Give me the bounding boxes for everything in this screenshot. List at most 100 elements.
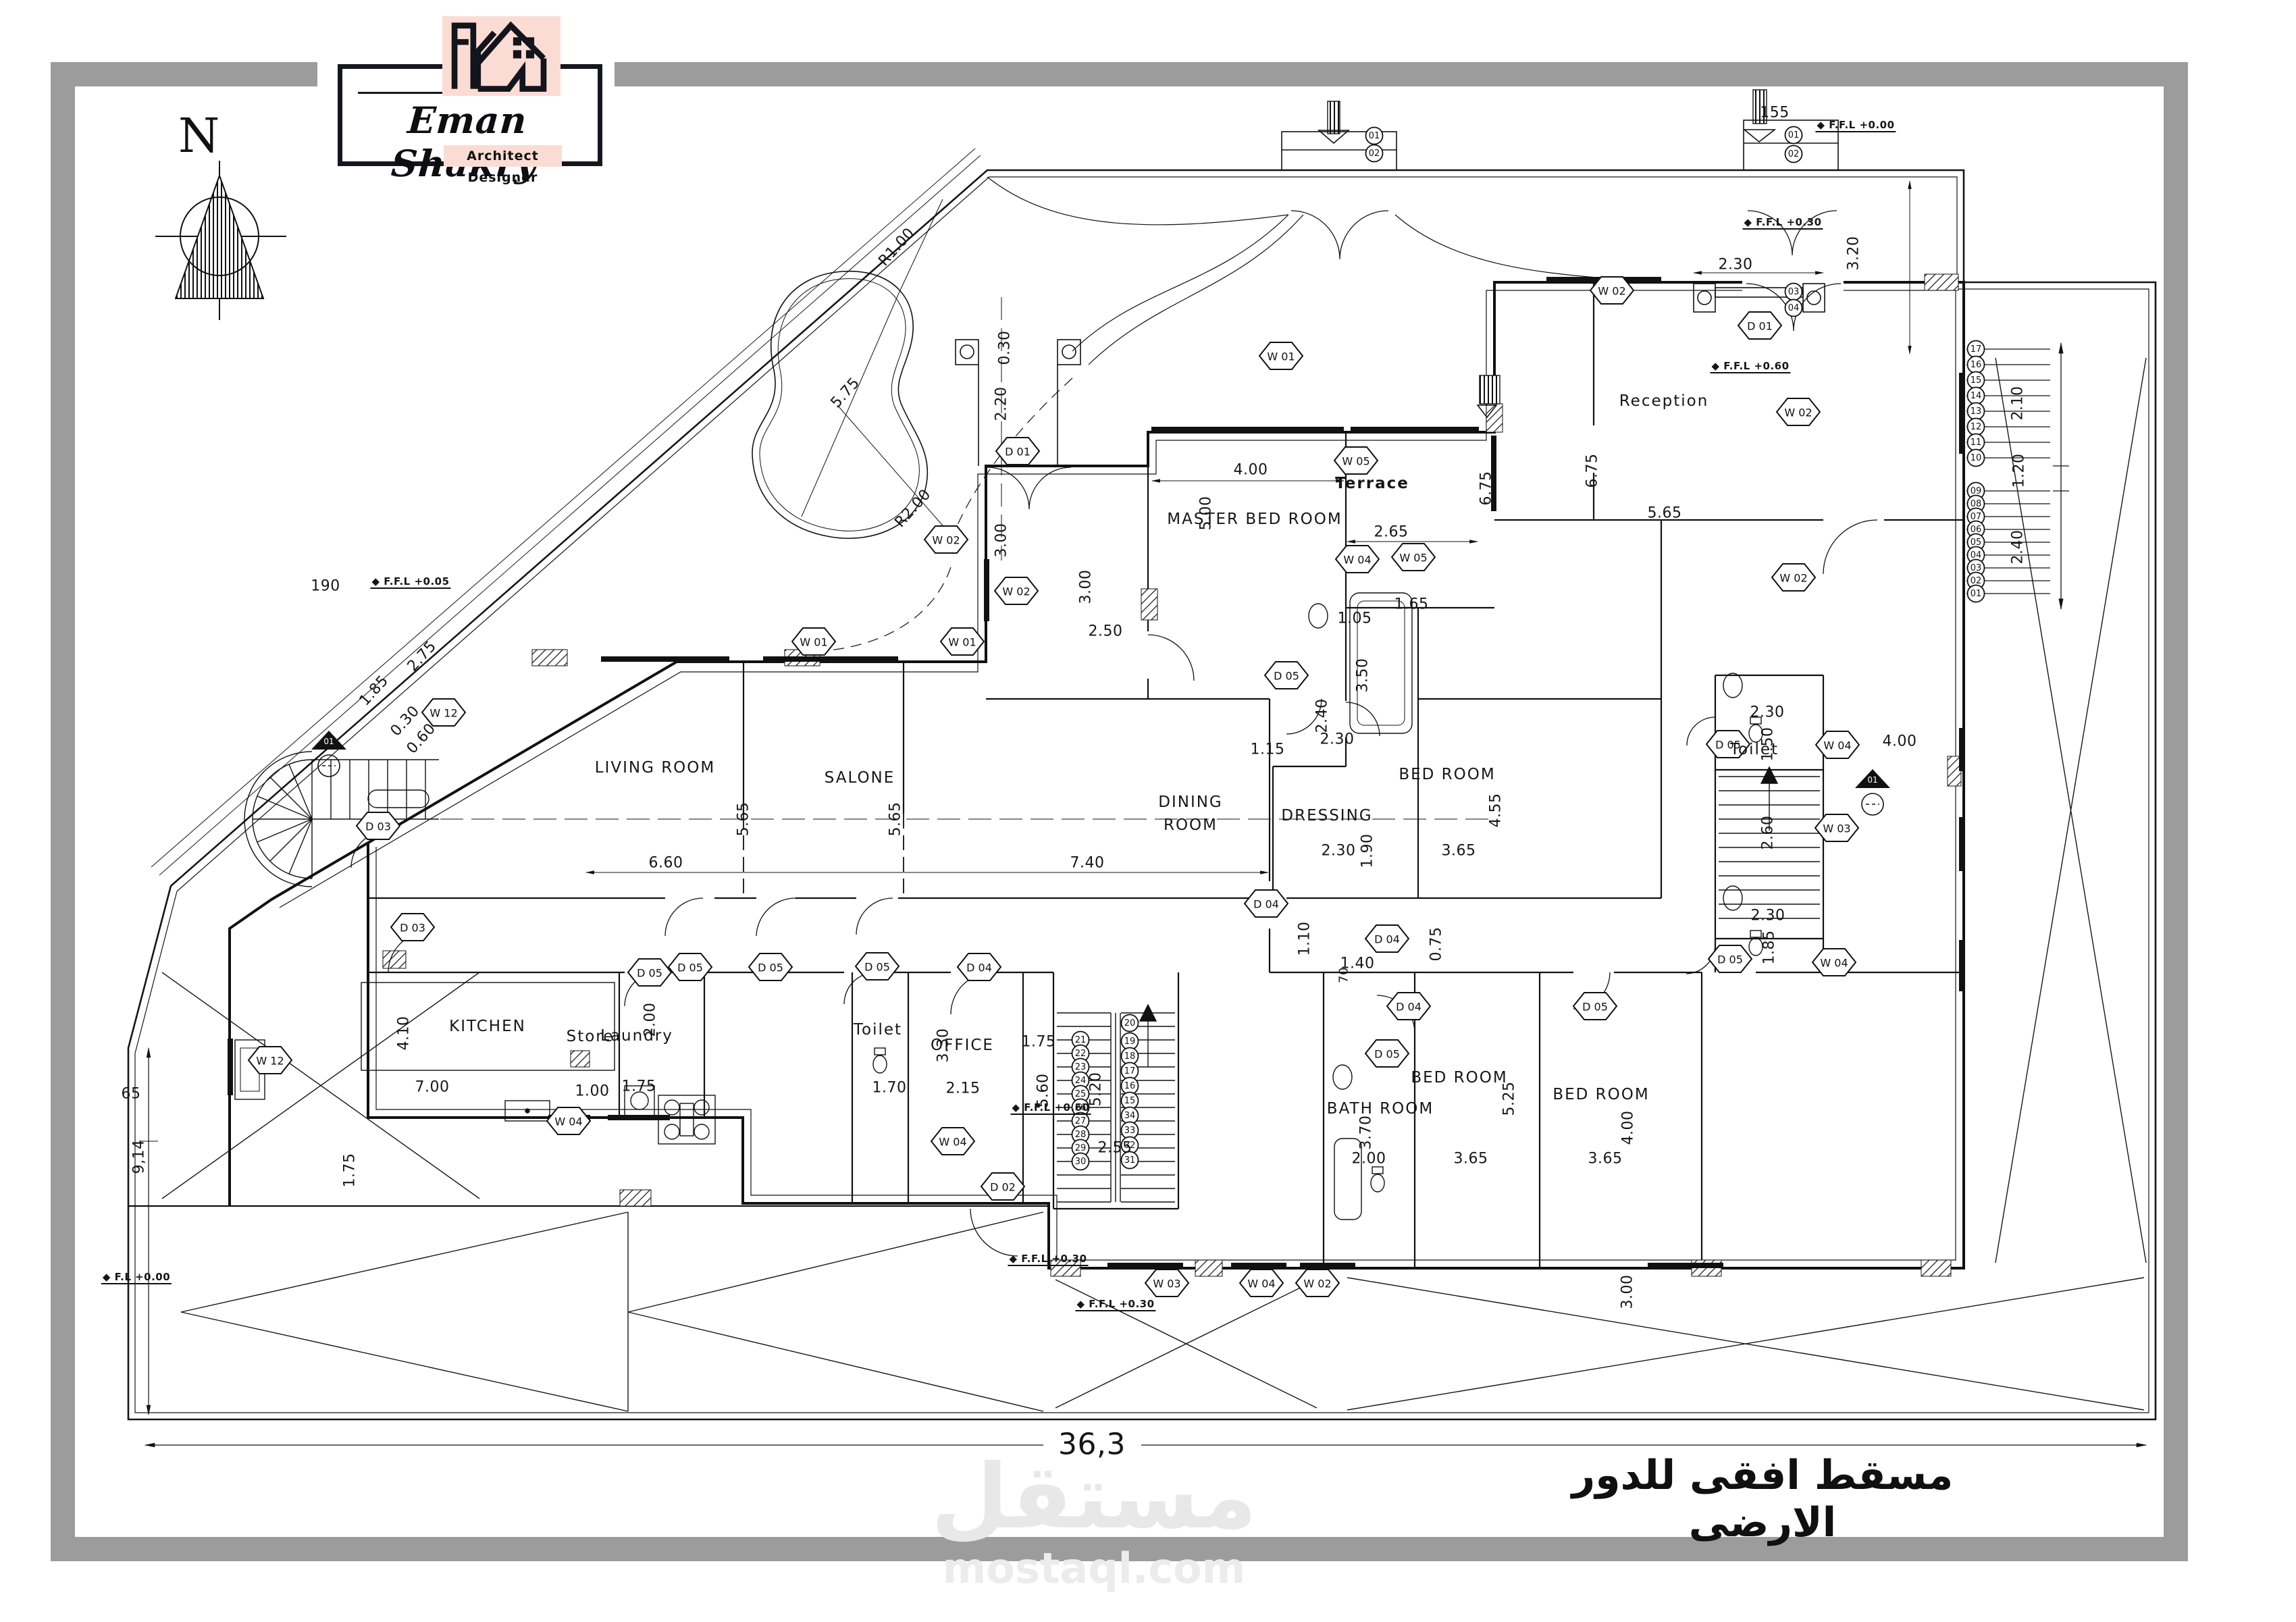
stair-number: 02 [1966,571,1985,590]
room-label: ROOM [1163,816,1218,834]
window-tag: W 04 [1238,1269,1284,1297]
stair-number: 31 [1120,1151,1139,1170]
door-tag: D 03 [355,812,401,840]
dimension-label: 5.65 [1647,504,1682,522]
page-frame-bottom [51,1537,2188,1561]
svg-text:D 04: D 04 [1396,1001,1421,1014]
dimension-label: 2.30 [1320,731,1355,748]
svg-text:W 02: W 02 [1779,572,1807,585]
dimension-label: 1.85 [356,672,392,710]
dimension-label: 2.65 [1374,523,1409,541]
svg-text:D 05: D 05 [1274,670,1299,683]
dimension-label: 6.60 [648,854,683,872]
stair-number: 12 [1966,417,1985,436]
dimension-label: 1.50 [1759,727,1777,762]
dimension-label: R2.00 [891,486,935,531]
dimension-label: 65 [121,1085,141,1103]
svg-text:W 04: W 04 [554,1116,582,1128]
room-label: BATH ROOM [1326,1100,1434,1118]
svg-text:D 05: D 05 [864,961,890,974]
door-tag: D 01 [1737,311,1783,340]
dimension-label: 3.70 [1357,1115,1375,1150]
svg-text:04: 04 [1788,303,1800,313]
svg-text:W 04: W 04 [1823,739,1851,752]
level-marker: ◆ F.F.L +0.30 [1742,216,1823,230]
window-tag: W 04 [930,1127,976,1155]
window-tag: W 05 [1390,543,1436,571]
svg-text:01: 01 [1788,130,1800,140]
room-label: KITCHEN [449,1018,526,1035]
svg-text:21: 21 [1075,1035,1087,1045]
window-tag: W 01 [1258,342,1304,370]
dimension-label: 5.65 [735,802,752,837]
room-label: LIVING ROOM [594,759,716,777]
logo-accent-line [358,92,446,94]
level-marker: ◆ F.F.L +0.60 [1010,1101,1091,1115]
svg-text:18: 18 [1124,1051,1136,1062]
door-tag: D 01 [995,437,1041,465]
stair-number: 03 [1966,558,1985,577]
stair-number: 17 [1966,340,1985,359]
door-tag: D 05 [748,953,793,981]
swimming-pool [752,199,951,540]
room-label: DRESSING [1281,807,1373,825]
door-tag: D 03 [390,913,436,941]
stair-number: 30 [1071,1152,1090,1171]
svg-text:W 01: W 01 [800,636,827,649]
section-marker: 01 [311,731,346,777]
room-label: OFFICE [931,1037,994,1054]
stair-number: 20 [1120,1014,1139,1032]
svg-text:05: 05 [1971,538,1982,548]
door-tag: D 05 [1572,992,1618,1020]
svg-text:13: 13 [1971,407,1982,417]
dimension-label: 1.90 [1359,833,1376,868]
wc-toilet [872,1047,887,1074]
window-tag: W 04 [546,1107,592,1135]
door-tag: D 05 [854,952,900,980]
wc-toilet [1370,1166,1385,1193]
dimension-label: 155 [1760,104,1790,122]
window-tag: W 02 [1771,563,1817,592]
svg-text:D 04: D 04 [1374,933,1400,946]
logo: Eman Shakry Architect Designer [317,11,615,185]
dimension-label: 1.75 [341,1153,359,1188]
svg-text:25: 25 [1075,1089,1087,1099]
window-tag: W 01 [939,627,985,656]
door-tag: D 05 [1364,1039,1410,1068]
dimension-label: 3.65 [1453,1150,1488,1168]
dimension-label: 1.00 [575,1082,610,1100]
stair-number: 33 [1120,1121,1139,1140]
svg-text:W 01: W 01 [948,636,976,649]
dimension-label: 1.10 [1296,921,1313,956]
svg-text:01: 01 [1867,775,1877,785]
svg-text:06: 06 [1971,525,1982,535]
svg-text:D 03: D 03 [365,820,391,833]
dimension-label: 190 [311,577,340,595]
dimension-label: 9,14 [130,1139,148,1174]
svg-text:08: 08 [1971,499,1982,509]
window-tag: W 02 [993,577,1039,605]
dimension-label: 2.75 [404,637,440,675]
svg-text:02: 02 [1971,576,1982,586]
dimension-label: 3.50 [1354,658,1372,693]
dimension-label: R1.00 [875,224,918,270]
stair-number: 22 [1071,1044,1090,1063]
wall-hatch-blocks [382,273,1962,1277]
dimension-label: 2.30 [1750,907,1785,924]
door-tag: D 05 [627,958,673,987]
dimension-label: 1.75 [621,1078,656,1095]
dimension-label: 2.30 [1750,704,1785,721]
house-icon [451,21,547,92]
svg-text:15: 15 [1971,375,1982,386]
dimension-label: 2.50 [1088,623,1123,640]
room-label: Toilet [853,1021,903,1039]
svg-text:W 12: W 12 [429,707,457,720]
svg-text:W 02: W 02 [1598,285,1625,298]
window-tag: W 03 [1144,1269,1190,1297]
exterior-staircase [1966,342,2069,610]
stair-number: 02 [1365,144,1384,163]
dimension-label: 4.00 [1233,461,1268,479]
stair-number: 10 [1966,448,1985,467]
dimension-label: 0.30 [996,330,1014,365]
svg-text:W 04: W 04 [1820,957,1848,970]
